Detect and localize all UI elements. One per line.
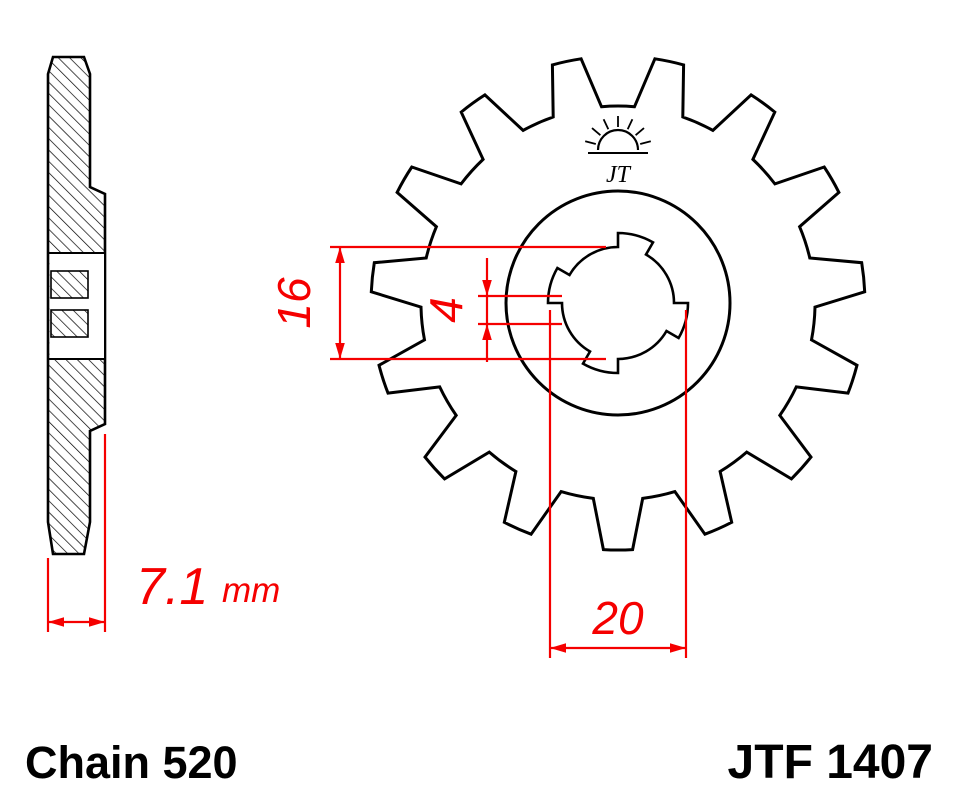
dimension-16: 16 [268, 245, 606, 361]
part-number-label: JTF 1407 [728, 736, 933, 789]
dimension-arrowhead-icon [670, 643, 686, 653]
side-view-spline-block-2 [50, 309, 89, 338]
jt-logo-text: JT [606, 162, 632, 188]
side-view-spline-block-1 [50, 270, 89, 299]
dim-16-label: 16 [268, 277, 320, 329]
dimension-arrowhead-icon [48, 617, 64, 627]
dimension-arrowhead-icon [89, 617, 105, 627]
jt-logo-ray-icon [602, 118, 610, 130]
jt-logo-ray-icon [635, 127, 645, 136]
dimension-20: 20 [548, 310, 688, 658]
dimension-arrowhead-icon [550, 643, 566, 653]
side-view [46, 55, 107, 556]
dimension-4: 4 [420, 258, 562, 362]
jt-logo-sun-icon [596, 128, 640, 151]
dimension-arrowhead-icon [482, 324, 492, 340]
side-view-bore-window [49, 253, 104, 359]
dimension-arrowhead-icon [335, 247, 345, 263]
jt-logo-ray-icon [639, 140, 652, 145]
jt-logo-rays [584, 116, 652, 145]
dimension-arrowhead-icon [335, 343, 345, 359]
dim-7-1-value: 7.1 [136, 558, 208, 616]
dim-4-label: 4 [420, 297, 472, 323]
bore-spline [546, 231, 690, 375]
dimension-arrows [48, 247, 686, 653]
jt-logo-ray-icon [626, 118, 634, 130]
jt-logo-ray-icon [591, 127, 601, 136]
front-view: JT [369, 57, 867, 552]
chain-size-label: Chain 520 [25, 737, 238, 788]
jt-logo: JT [584, 116, 652, 188]
dimension-arrowhead-icon [482, 280, 492, 296]
dim-20-label: 20 [591, 592, 644, 644]
jt-logo-ray-icon [584, 140, 597, 145]
dim-7-1-unit: mm [222, 571, 280, 610]
